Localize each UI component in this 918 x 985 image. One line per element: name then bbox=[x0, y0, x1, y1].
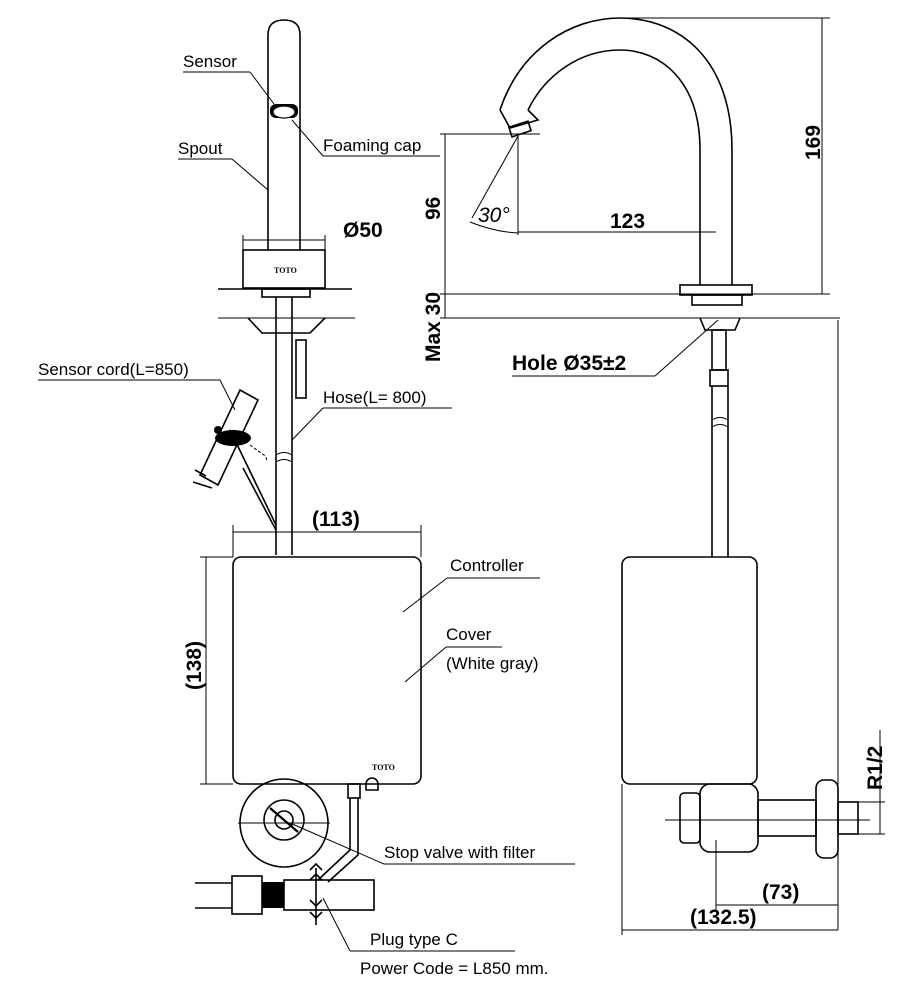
front-labels: Sensor Spout Foaming cap Sensor cord(L=8… bbox=[38, 52, 575, 978]
label-controller: Controller bbox=[450, 556, 524, 575]
side-spout bbox=[527, 49, 701, 285]
side-view bbox=[440, 17, 870, 930]
dim-thread-r-half: R1/2 bbox=[864, 746, 887, 790]
dim-max-30: Max 30 bbox=[422, 292, 445, 362]
dim-height-169: 169 bbox=[802, 125, 825, 160]
power-plug bbox=[195, 862, 375, 925]
front-base-body bbox=[242, 249, 326, 289]
controller-logo: TOTO bbox=[372, 763, 395, 772]
label-plug-type: Plug type C bbox=[370, 930, 458, 949]
side-fitting bbox=[665, 779, 870, 859]
label-foaming-cap: Foaming cap bbox=[323, 136, 421, 155]
label-cover: Cover bbox=[446, 625, 492, 644]
label-spout: Spout bbox=[178, 139, 223, 158]
dim-height-96: 96 bbox=[422, 197, 445, 220]
label-hose: Hose(L= 800) bbox=[323, 388, 426, 407]
label-stop-valve: Stop valve with filter bbox=[384, 843, 536, 862]
dim-angle-30: 30° bbox=[478, 204, 510, 227]
dim-dia-50: Ø50 bbox=[343, 219, 383, 242]
dim-width-113: (113) bbox=[312, 508, 360, 531]
dim-height-138: (138) bbox=[183, 641, 206, 690]
front-view: TOTO TOTO bbox=[192, 19, 422, 925]
dim-width-123: 123 bbox=[610, 210, 645, 233]
front-dimensions: Ø50 (113) (138) bbox=[183, 219, 422, 785]
label-cover-color: (White gray) bbox=[446, 654, 539, 673]
dim-depth-73: (73) bbox=[762, 881, 799, 904]
front-controller-box bbox=[232, 556, 422, 785]
dim-hole: Hole Ø35±2 bbox=[512, 352, 626, 375]
label-power-code: Power Code = L850 mm. bbox=[360, 959, 549, 978]
label-sensor-cord: Sensor cord(L=850) bbox=[38, 360, 189, 379]
front-base-logo: TOTO bbox=[274, 266, 297, 275]
side-controller-box bbox=[621, 556, 758, 785]
front-spout bbox=[267, 19, 301, 250]
label-sensor: Sensor bbox=[183, 52, 237, 71]
side-dimensions: 169 96 30° 123 Max 30 Hole Ø35±2 R1/2 (7… bbox=[422, 17, 887, 935]
sensor-cord-connector bbox=[192, 388, 277, 531]
dim-depth-132-5: (132.5) bbox=[690, 906, 757, 929]
